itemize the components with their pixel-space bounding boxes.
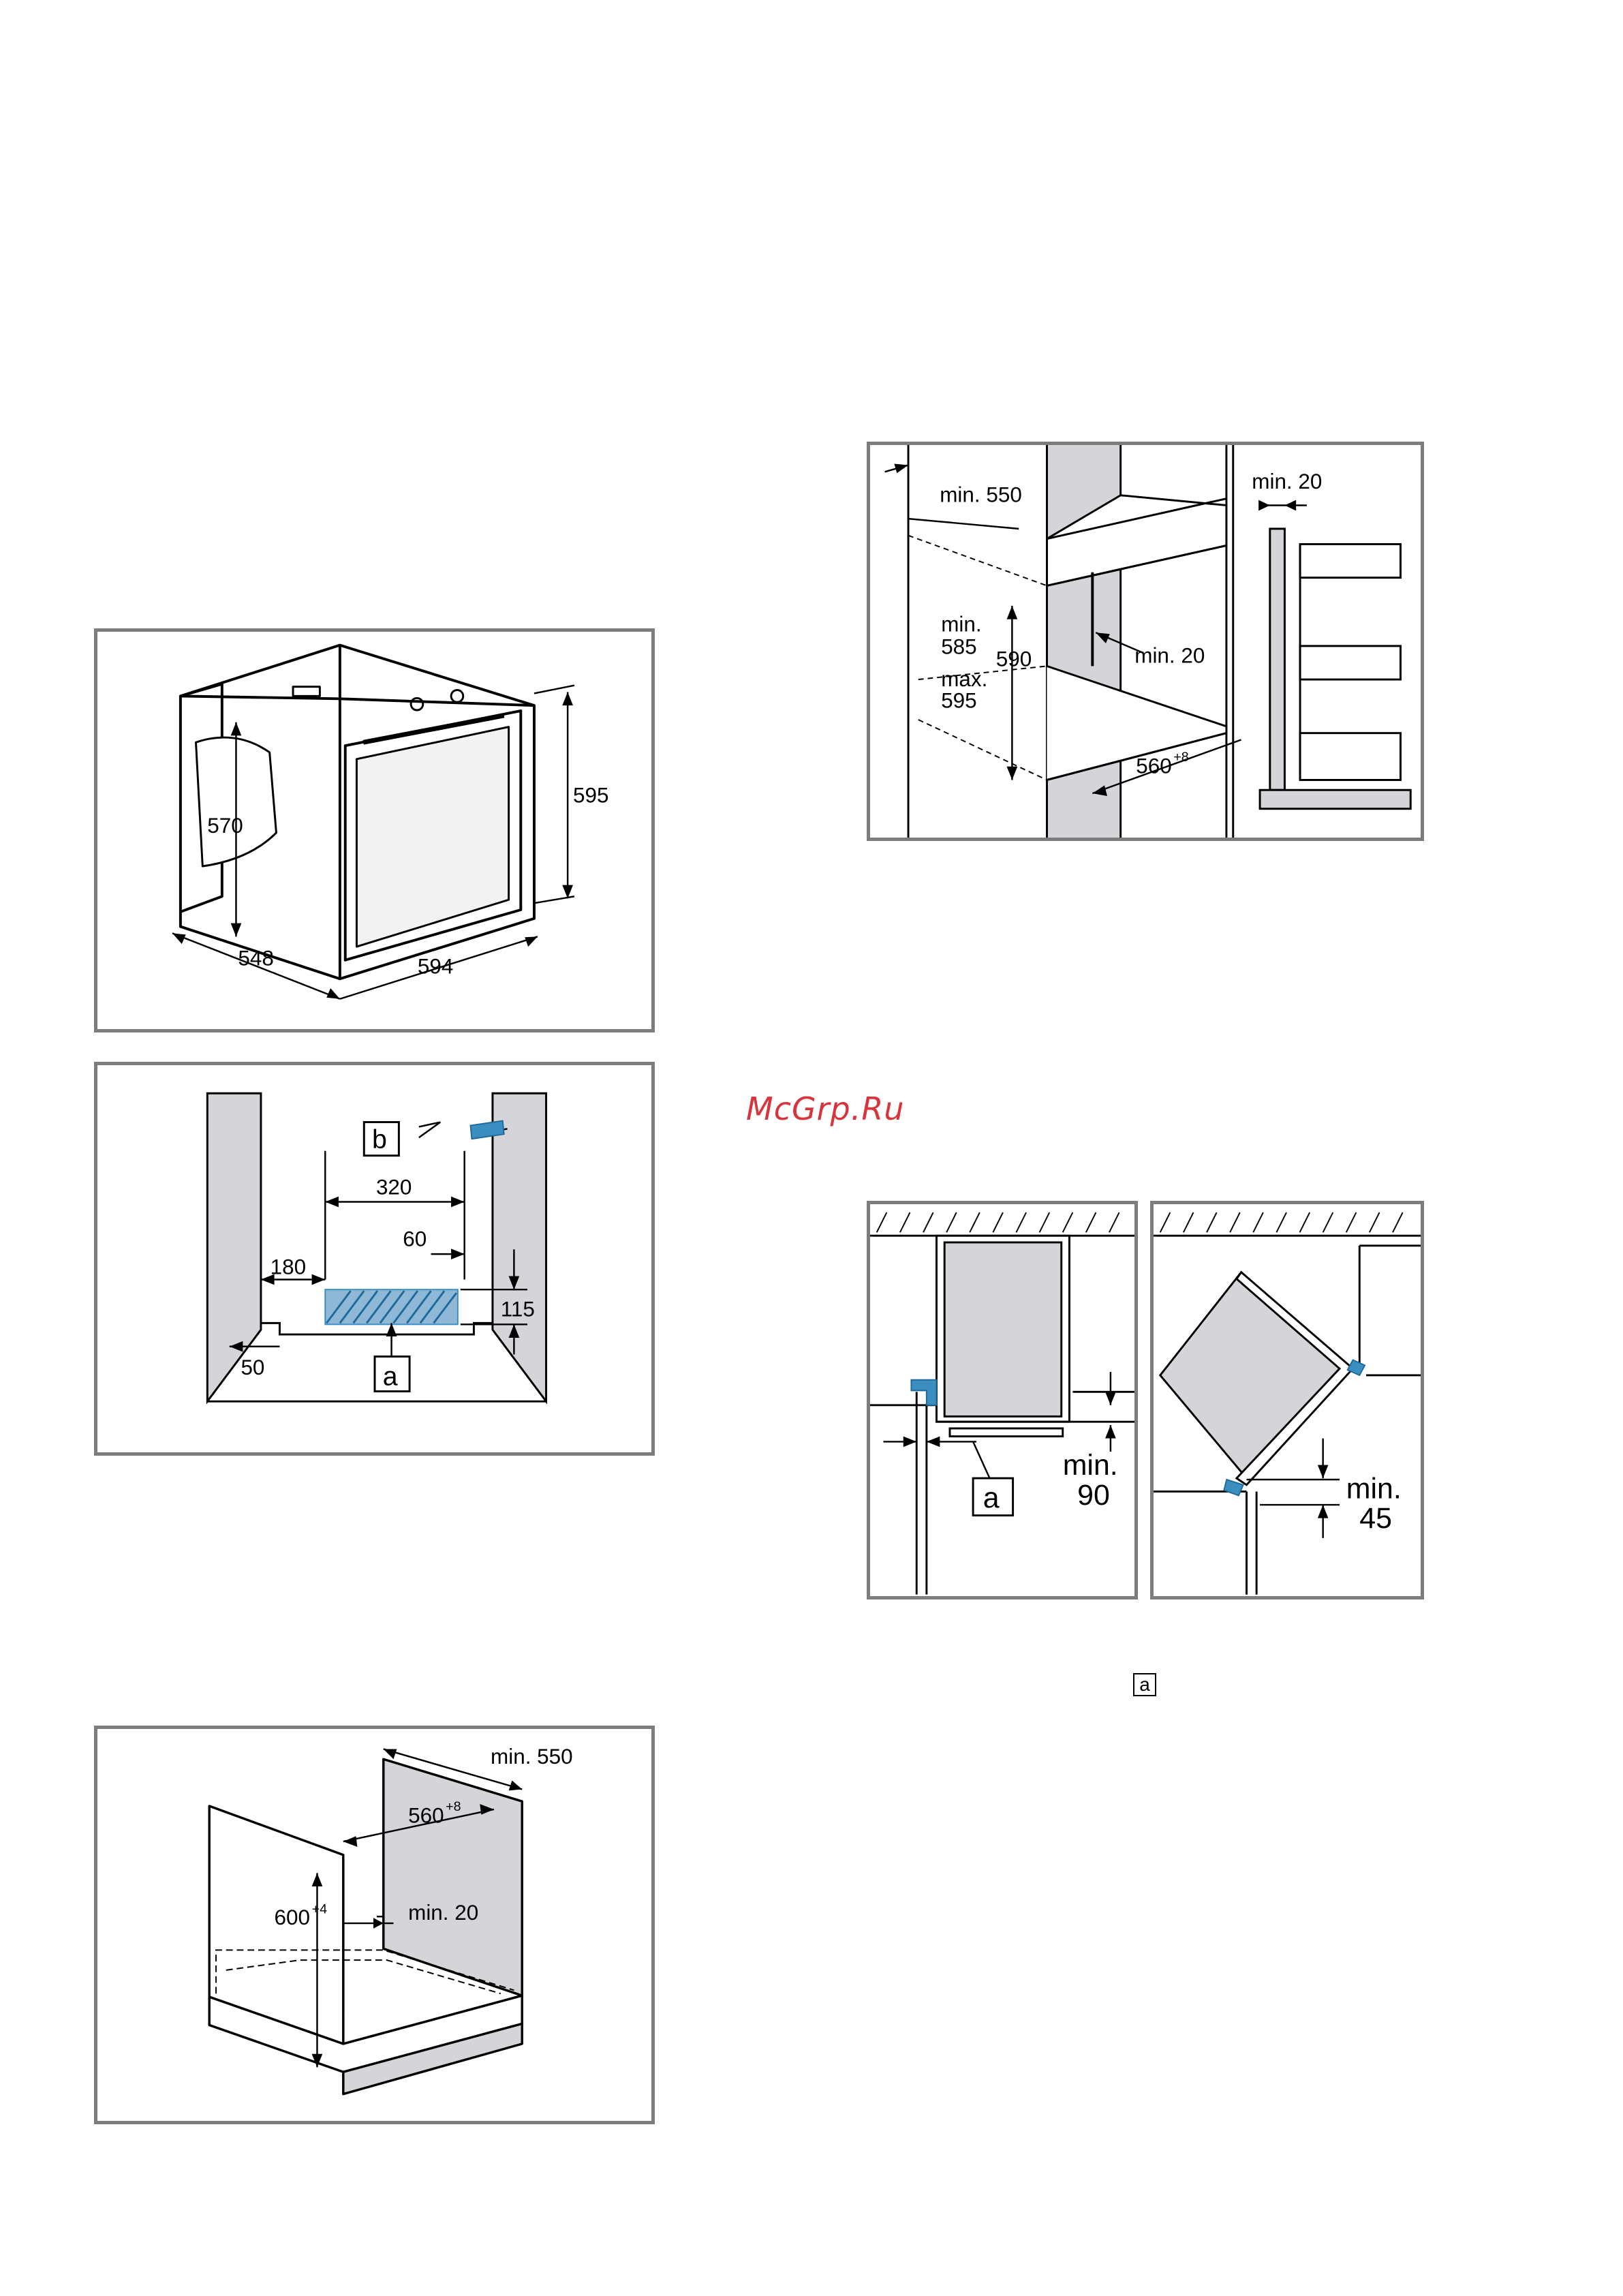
tall-dim-min585-b: 585 [941,635,976,659]
door-dim-min90-b: 90 [1077,1479,1110,1512]
cabinet-front-drawing: b a 320 60 180 115 50 [97,1065,651,1452]
base-cabinet-panel: min. 550 560 +8 600 +4 min. 20 [94,1726,655,2124]
door-dim-min45-a: min. [1346,1472,1402,1505]
dim-180: 180 [270,1255,306,1279]
door-clearance-a-panel: a min. 90 [867,1201,1138,1599]
note-marker-a: a [1133,1673,1156,1696]
dim-600-sup: +4 [312,1901,327,1916]
cabinet-front-panel: b a 320 60 180 115 50 [94,1062,655,1456]
dim-50: 50 [241,1356,264,1379]
dim-320: 320 [376,1176,412,1199]
tall-dim-min20-mid: min. 20 [1134,643,1205,667]
door-clearance-a-drawing: a min. 90 [870,1204,1134,1596]
door-clearance-b-drawing: min. 45 [1154,1204,1421,1596]
door-dim-min90-a: min. [1063,1449,1118,1482]
oven-dimensions-drawing: 570 595 548 594 [97,632,651,1029]
dim-115: 115 [501,1298,535,1321]
tall-dim-590: 590 [996,647,1032,671]
dim-594: 594 [418,954,453,978]
tall-dim-min585-a: min. [941,612,981,636]
tall-cabinet-panel: min. 550 min. 20 min. 585 590 max. 595 m… [867,442,1424,841]
dim-560: 560 [408,1804,444,1828]
dim-60: 60 [403,1227,427,1251]
door-label-a: a [983,1482,1000,1514]
label-a: a [383,1362,398,1392]
tall-cabinet-drawing: min. 550 min. 20 min. 585 590 max. 595 m… [870,445,1421,838]
tall-dim-max595-b: 595 [941,688,976,712]
tall-dim-560: 560 [1136,754,1171,778]
tall-dim-min20-top: min. 20 [1252,470,1322,493]
dim-548: 548 [238,947,273,970]
dim-595: 595 [573,784,608,808]
dim-560-sup: +8 [446,1799,461,1814]
door-clearance-b-panel: min. 45 [1150,1201,1424,1599]
dim-min550: min. 550 [491,1745,573,1769]
tall-dim-560-sup: +8 [1173,750,1188,765]
label-b: b [372,1124,387,1154]
oven-dimensions-panel: 570 595 548 594 [94,628,655,1032]
tall-dim-min550: min. 550 [940,483,1022,507]
watermark-text: McGrp.Ru [746,1090,904,1127]
dim-min20: min. 20 [408,1901,478,1925]
door-dim-min45-b: 45 [1359,1502,1392,1535]
tall-dim-max595-a: max. [941,667,987,691]
dim-600: 600 [275,1905,310,1929]
base-cabinet-drawing: min. 550 560 +8 600 +4 min. 20 [97,1729,651,2121]
dim-570: 570 [207,814,243,838]
